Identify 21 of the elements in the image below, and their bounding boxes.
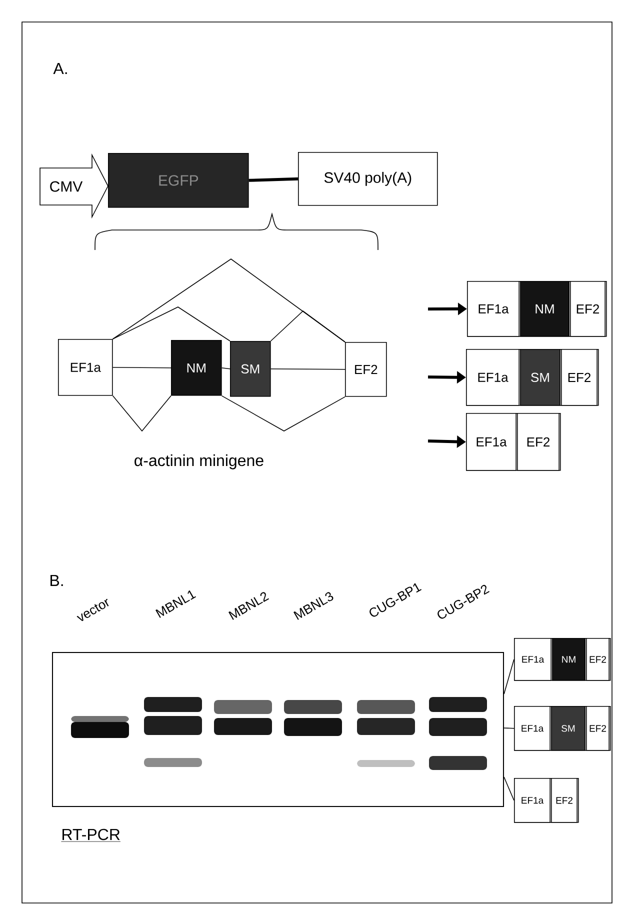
connector-line <box>248 177 298 182</box>
panel-label: A. <box>53 63 67 74</box>
method-label: RT-PCR <box>61 828 121 842</box>
exon-box: SM <box>230 341 271 397</box>
exon-box: EF2 <box>345 342 387 397</box>
exon-box: EF1a <box>58 339 113 396</box>
connector-line <box>270 368 346 370</box>
connector-line <box>112 367 172 368</box>
gene-box: EGFP <box>108 153 249 208</box>
splice-line <box>270 310 346 342</box>
exon-box: SV40 poly(A) <box>298 152 438 206</box>
leader-line <box>504 776 514 801</box>
exon-box: NM <box>171 340 222 396</box>
gel-drawing <box>52 652 504 807</box>
gene-label: α-actinin minigene <box>134 454 264 470</box>
panel-label: B. <box>50 575 63 586</box>
splice-line <box>221 395 346 432</box>
connector-line <box>221 368 230 370</box>
splice-line <box>112 306 230 342</box>
splice-line <box>112 395 172 432</box>
leader-line <box>504 728 514 729</box>
